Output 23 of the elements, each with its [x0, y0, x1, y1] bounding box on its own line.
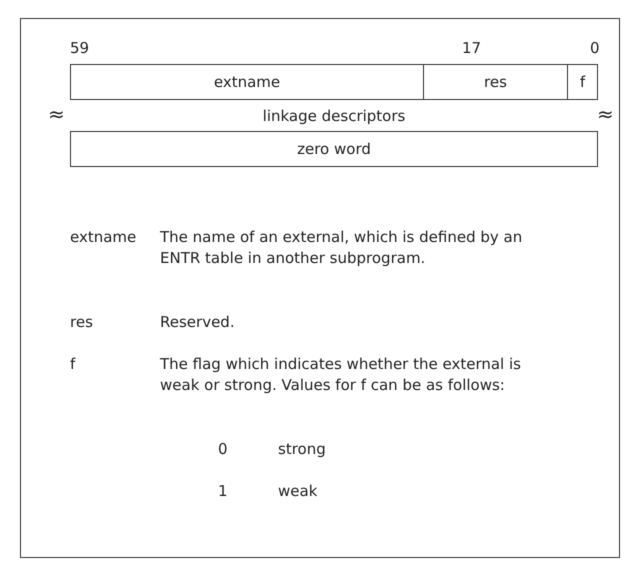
field-box [70, 131, 598, 167]
field-name: res [484, 73, 507, 91]
field-box [70, 64, 424, 100]
value-meaning: strong [278, 439, 326, 460]
field-name: zero word [297, 140, 371, 158]
bit-number: 0 [590, 38, 600, 59]
field-name: extname [214, 73, 280, 91]
term: f [70, 354, 76, 375]
term: extname [70, 227, 136, 248]
field-name: f [580, 73, 586, 91]
value-meaning: weak [278, 481, 318, 502]
bit-number: 17 [462, 38, 482, 59]
term: res [70, 312, 93, 333]
value: 1 [218, 481, 228, 502]
break-mark: ≈ [48, 104, 65, 125]
bit-number: 59 [70, 38, 90, 59]
definition-text: The flag which indicates whether the external is weak or strong. Values for f can be as follows: [160, 354, 522, 396]
definition-text: The name of an external, which is defined by an ENTR table in another subprogram. [160, 227, 524, 269]
break-mark: ≈ [597, 104, 614, 125]
definition-text: Reserved. [160, 312, 236, 333]
field-box [567, 64, 598, 100]
field-name: linkage descriptors [262, 106, 406, 124]
value: 0 [218, 439, 228, 460]
